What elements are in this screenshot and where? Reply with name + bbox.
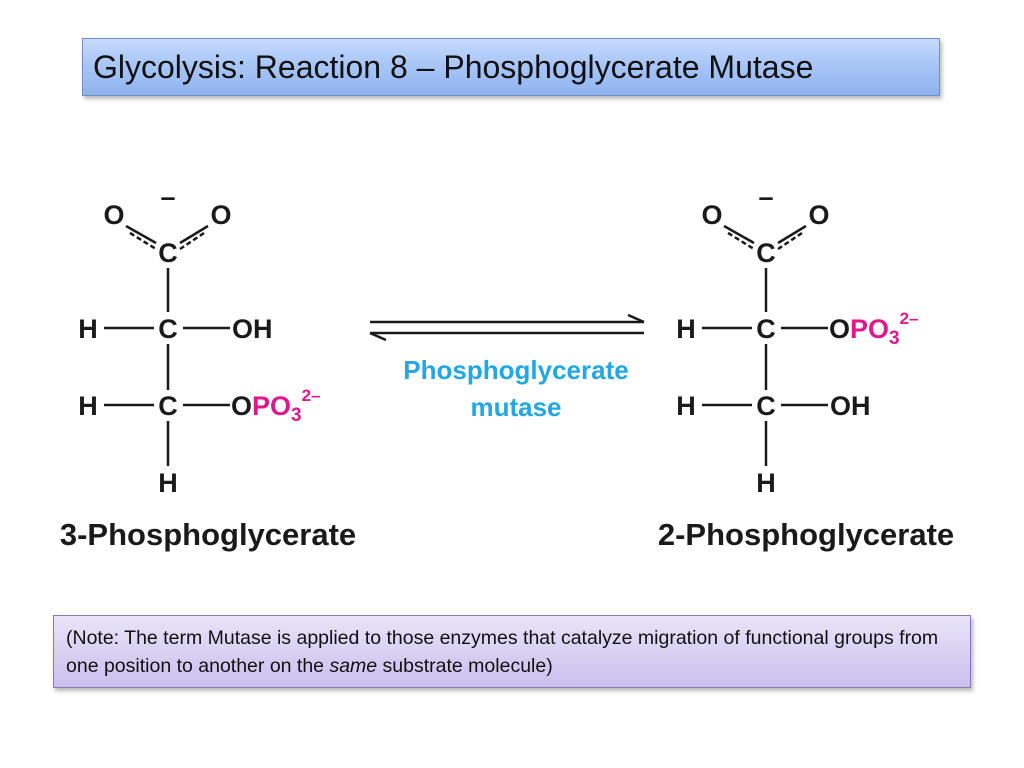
carboxylate-charge: – (160, 182, 175, 212)
carbon-2: C (756, 314, 776, 344)
hydrogen: H (756, 468, 776, 498)
carboxyl-oxygen-left: O (701, 200, 722, 230)
carbon-3: C (756, 391, 776, 421)
note-box: (Note: The term Mutase is applied to tho… (53, 615, 971, 688)
note-text: (Note: The term Mutase is applied to tho… (66, 627, 939, 677)
carboxylate-charge: – (758, 182, 773, 212)
hydroxyl-group: OH (232, 314, 273, 344)
carbon-3: C (158, 391, 178, 421)
phosphate-group: OPO32– (231, 386, 321, 426)
enzyme-name-line1: Phosphoglycerate (403, 355, 628, 385)
bond (777, 224, 807, 245)
bond (179, 231, 205, 251)
carboxyl-oxygen-left: O (103, 200, 124, 230)
carboxyl-oxygen-right: O (210, 200, 231, 230)
title-box: Glycolysis: Reaction 8 – Phosphoglycerat… (82, 38, 940, 96)
hydrogen: H (78, 314, 98, 344)
bond (179, 224, 209, 245)
equilibrium-arrow (369, 313, 645, 342)
carboxyl-carbon: C (158, 238, 178, 268)
hydrogen: H (78, 391, 98, 421)
substrate-name: 3-Phosphoglycerate (60, 517, 356, 552)
note-text-end: substrate molecule) (377, 655, 553, 677)
bond (129, 231, 157, 251)
enzyme-name-line2: mutase (470, 392, 561, 422)
bond (727, 231, 755, 251)
carboxyl-carbon: C (756, 238, 776, 268)
carbon-2: C (158, 314, 178, 344)
note-emphasis: same (329, 655, 378, 677)
product-name: 2-Phosphoglycerate (658, 517, 954, 552)
hydrogen: H (676, 314, 696, 344)
bond (723, 224, 755, 245)
hydrogen: H (158, 468, 178, 498)
bond (125, 224, 157, 245)
carboxyl-oxygen-right: O (808, 200, 829, 230)
hydroxyl-group: OH (830, 391, 871, 421)
hydrogen: H (676, 391, 696, 421)
bond (777, 231, 803, 251)
substrate-structure: O O – C H C OH H C OPO32– H (78, 182, 320, 498)
reaction-diagram: O O – C H C OH H C OPO32– H 3-Phosphogly… (60, 182, 954, 552)
phosphate-group: OPO32– (829, 309, 919, 349)
product-structure: O O – C H C OPO32– H C OH H (676, 182, 918, 498)
slide-title: Glycolysis: Reaction 8 – Phosphoglycerat… (93, 49, 814, 85)
